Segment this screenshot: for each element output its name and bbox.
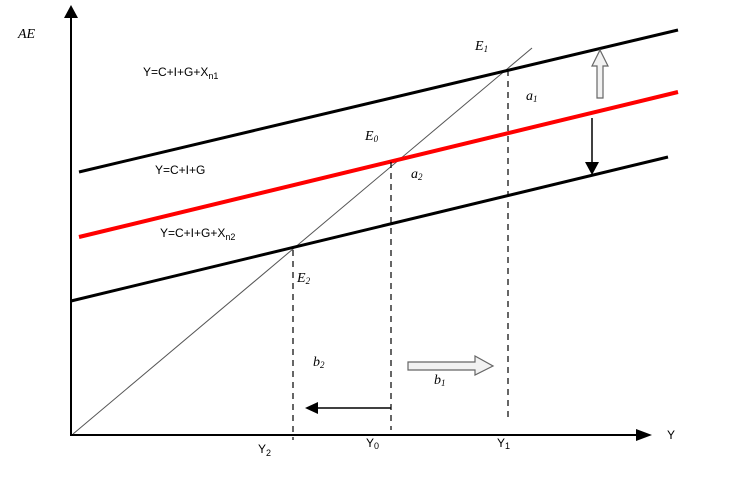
e2-label: E2 (296, 271, 311, 286)
x-axis-arrow-icon (636, 429, 652, 441)
ae-base-label: Y=C+I+G (155, 163, 205, 177)
ae-line-upper (78, 28, 679, 174)
shift-left-arrow-icon (305, 402, 318, 414)
b1-label: b1 (434, 373, 446, 388)
y-axis-arrow-icon (64, 5, 78, 18)
e1-label: E1 (474, 39, 488, 54)
y-axis-label: AE (17, 27, 36, 42)
e0-label: E0 (364, 129, 379, 144)
y1-label: Y1 (497, 436, 510, 451)
b2-label: b2 (313, 355, 325, 370)
ae-line-base (78, 90, 679, 239)
ae-upper-label: Y=C+I+G+Xn1 (143, 65, 218, 81)
forty-five-degree-line (72, 47, 533, 435)
y2-label: Y2 (258, 442, 271, 458)
shift-right-arrow-icon (407, 354, 495, 376)
a1-label: a1 (526, 89, 538, 104)
x-axis-label: Y (667, 428, 675, 442)
a2-label: a2 (411, 167, 423, 182)
shift-down-arrow-icon (585, 162, 599, 175)
shift-up-arrow-icon (591, 48, 609, 99)
y0-label: Y0 (366, 436, 379, 451)
ae-lower-label: Y=C+I+G+Xn2 (160, 226, 235, 242)
ae-line-lower (70, 155, 669, 303)
